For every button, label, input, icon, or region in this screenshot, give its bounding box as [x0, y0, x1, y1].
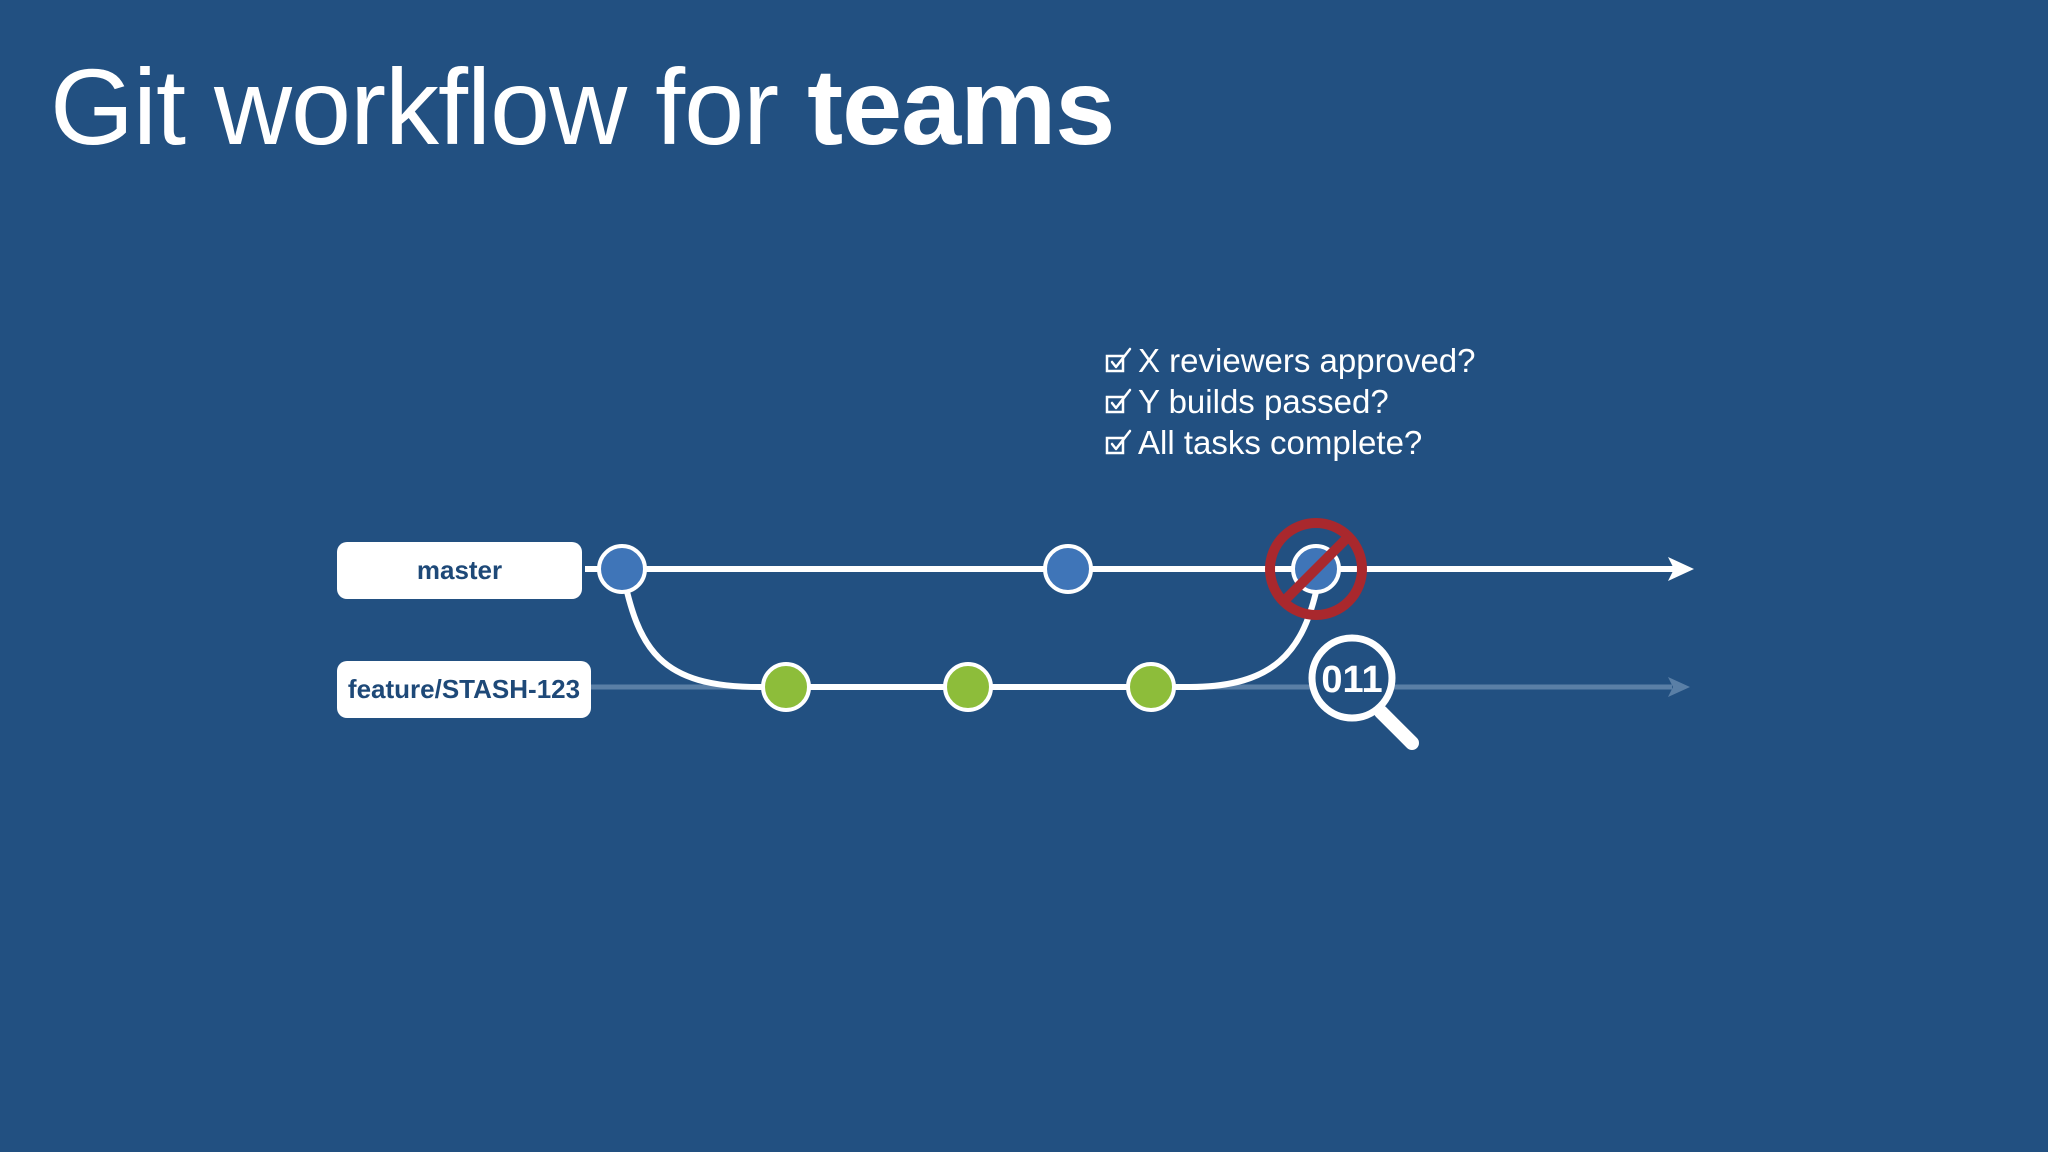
master-commit	[597, 544, 647, 594]
no-entry-icon	[1265, 518, 1367, 620]
merge-checklist: X reviewers approved? Y builds passed? A…	[1104, 340, 1476, 463]
master-branch-text: master	[416, 555, 503, 585]
feature-branch-arrowhead	[1668, 677, 1690, 697]
checklist-item: X reviewers approved?	[1104, 340, 1476, 381]
master-branch-label: master	[337, 542, 582, 599]
feature-branch-path	[619, 568, 1319, 690]
master-commit	[1043, 544, 1093, 594]
checkbox-check-icon	[1105, 388, 1132, 413]
feature-commit	[761, 662, 811, 712]
page-title: Git workflow for teams	[50, 42, 1115, 172]
checklist-item: Y builds passed?	[1104, 381, 1476, 422]
title-bold: teams	[807, 46, 1115, 167]
feature-commit	[943, 662, 993, 712]
magnifier-text: 011	[1321, 659, 1382, 701]
title-regular: Git workflow for	[50, 46, 808, 167]
magnifier-icon: 011	[1308, 634, 1419, 750]
checkbox-check-icon	[1105, 429, 1132, 454]
feature-commit	[1126, 662, 1176, 712]
checklist-item-label: X reviewers approved?	[1138, 342, 1476, 379]
checklist-item-label: Y builds passed?	[1138, 383, 1389, 420]
checklist-item-label: All tasks complete?	[1138, 424, 1423, 461]
master-branch-arrowhead	[1668, 557, 1694, 581]
checkbox-check-icon	[1105, 347, 1132, 372]
feature-branch-text: feature/STASH-123	[347, 674, 581, 704]
checklist-item: All tasks complete?	[1104, 422, 1476, 463]
feature-branch-label: feature/STASH-123	[337, 661, 591, 718]
